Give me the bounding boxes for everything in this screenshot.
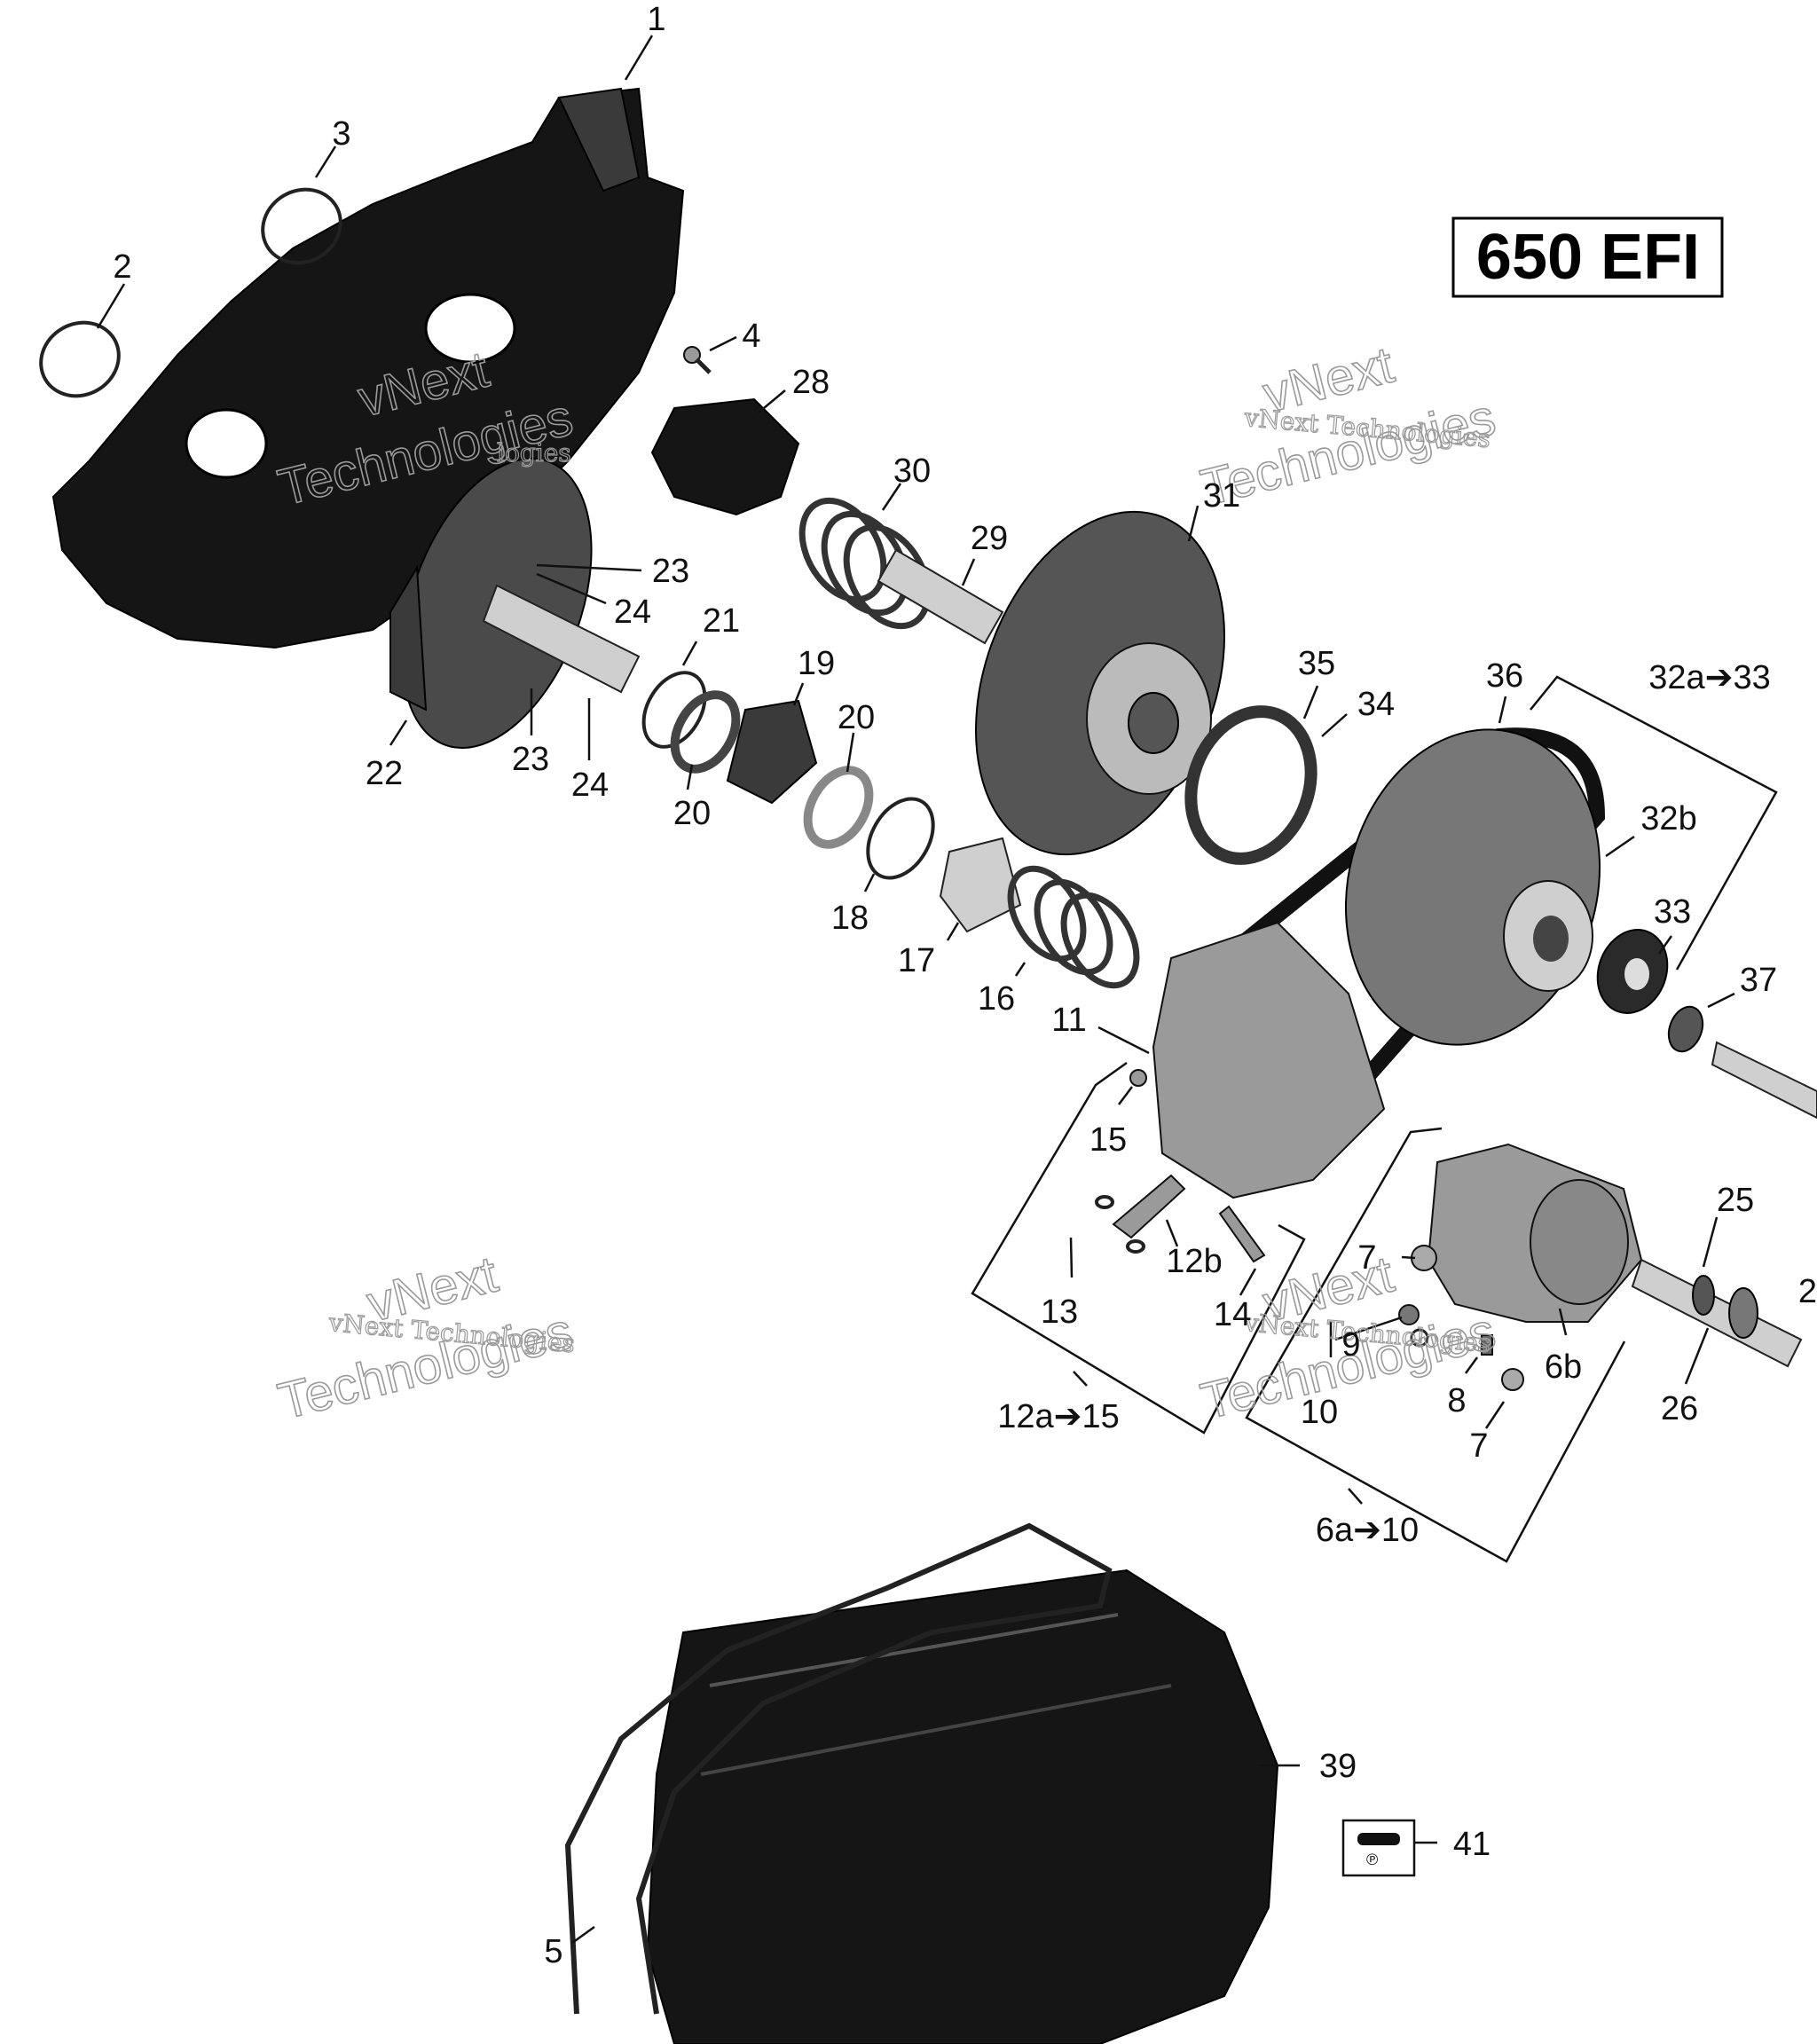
watermark-big-1b: Technologies xyxy=(1195,389,1500,517)
model-badge-text: 650 EFI xyxy=(1476,222,1700,293)
callout-24-bottom: 24 xyxy=(571,766,609,804)
callout-29: 29 xyxy=(971,520,1008,557)
part-20-washer-a xyxy=(670,690,741,774)
part-30-spring xyxy=(798,497,932,630)
callout-18: 18 xyxy=(831,900,869,937)
callout-10: 10 xyxy=(1301,1394,1338,1431)
callout-7-bottom: 7 xyxy=(1469,1427,1488,1465)
part-34-35-band xyxy=(1184,705,1318,865)
callout-2: 2 xyxy=(113,248,131,286)
callout-3: 3 xyxy=(332,115,350,153)
part-29-shaft xyxy=(877,548,1004,645)
callout-9: 9 xyxy=(1341,1326,1360,1364)
part-31-sliding-sheave xyxy=(974,510,1226,856)
part-22-fixed-sheave xyxy=(389,457,641,750)
callout-23-top: 23 xyxy=(652,553,689,590)
callout-6b: 6b xyxy=(1545,1348,1582,1386)
part-19-bushing xyxy=(726,699,818,805)
part-39-outer-cover xyxy=(646,1568,1279,2044)
part-7-8-9-10-small-parts xyxy=(1398,1245,1524,1391)
part-20-washer-b xyxy=(803,766,874,849)
callout-12a-15: 12a➔15 xyxy=(997,1398,1120,1435)
bracket-6a-10 xyxy=(1245,1127,1626,1563)
callout-24-top: 24 xyxy=(614,594,651,631)
callout-20-bottom: 20 xyxy=(673,795,711,832)
callout-32b: 32b xyxy=(1640,800,1696,837)
callout-19: 19 xyxy=(798,645,835,682)
callout-36: 36 xyxy=(1486,657,1523,695)
watermarks: vNext Technologies logies vNext Technolo… xyxy=(272,335,1502,1432)
part-6b-hub xyxy=(1530,1179,1629,1305)
part-25-26-bolt xyxy=(1631,1258,1803,1368)
callout-15: 15 xyxy=(1089,1121,1127,1159)
part-17-bushing xyxy=(939,837,1022,933)
bracket-32a-33 xyxy=(1530,675,1778,971)
callout-23-bottom: 23 xyxy=(512,741,549,778)
callout-41: 41 xyxy=(1453,1826,1491,1863)
bracket-12a-15-right xyxy=(1203,1223,1306,1432)
part-16-spring xyxy=(1007,865,1140,989)
part-5-gasket xyxy=(564,1522,1113,2015)
callout-32a-33: 32a➔33 xyxy=(1648,659,1771,696)
part-18-ring xyxy=(866,797,935,880)
callout-14: 14 xyxy=(1214,1296,1251,1333)
part-13-washers xyxy=(1095,1195,1145,1254)
part-15-nut xyxy=(1129,1069,1147,1087)
callout-27-partial: 2 xyxy=(1798,1273,1817,1310)
svg-text:℗: ℗ xyxy=(1366,1851,1378,1868)
part-32b-driven-pulley xyxy=(1344,728,1601,1046)
callout-34: 34 xyxy=(1357,686,1395,723)
bracket-12a-15 xyxy=(971,1061,1207,1435)
callout-25: 25 xyxy=(1717,1182,1754,1219)
callout-labels: 1 2 3 4 28 30 29 31 23 24 21 19 20 22 23… xyxy=(113,1,1817,1970)
part-37-washer xyxy=(1667,1005,1704,1053)
callout-5: 5 xyxy=(544,1933,562,1970)
callout-11: 11 xyxy=(1051,1002,1086,1039)
callout-28: 28 xyxy=(792,364,830,401)
callout-1: 1 xyxy=(647,1,665,38)
callout-12b: 12b xyxy=(1166,1243,1222,1280)
callout-35: 35 xyxy=(1298,645,1335,682)
part-1-drive-cover xyxy=(51,87,685,649)
part-33-bearing xyxy=(1596,929,1669,1014)
part-2-o-ring xyxy=(39,320,121,398)
callout-8: 8 xyxy=(1447,1382,1466,1419)
bolt-right xyxy=(1711,1041,1817,1120)
callout-13: 13 xyxy=(1041,1293,1078,1331)
callout-21: 21 xyxy=(703,602,740,640)
part-4-screw xyxy=(683,346,712,374)
callout-6a-10: 6a➔10 xyxy=(1316,1512,1419,1549)
callout-7-top: 7 xyxy=(1357,1239,1376,1277)
leader-lines xyxy=(96,35,1735,1945)
callout-26: 26 xyxy=(1661,1390,1698,1427)
part-41-accessory-box: ℗ xyxy=(1341,1819,1416,1877)
callout-16: 16 xyxy=(978,980,1015,1018)
callout-20-top: 20 xyxy=(838,699,875,736)
callout-37: 37 xyxy=(1740,962,1777,999)
part-3-o-ring xyxy=(261,187,342,265)
part-14-pin xyxy=(1218,1205,1266,1263)
callout-17: 17 xyxy=(898,942,935,979)
part-12b-arm xyxy=(1112,1174,1186,1239)
callout-30: 30 xyxy=(893,452,931,490)
part-11-housing xyxy=(1152,921,1386,1199)
part-21-circlip xyxy=(641,671,707,749)
part-28-insert xyxy=(650,397,800,516)
model-badge: 650 EFI xyxy=(1451,216,1724,298)
callout-39: 39 xyxy=(1319,1748,1357,1785)
callout-31: 31 xyxy=(1203,477,1240,515)
callout-22: 22 xyxy=(366,755,403,792)
watermark-fragment: logies xyxy=(497,438,571,468)
callout-4: 4 xyxy=(742,318,760,355)
callout-33: 33 xyxy=(1654,893,1691,931)
